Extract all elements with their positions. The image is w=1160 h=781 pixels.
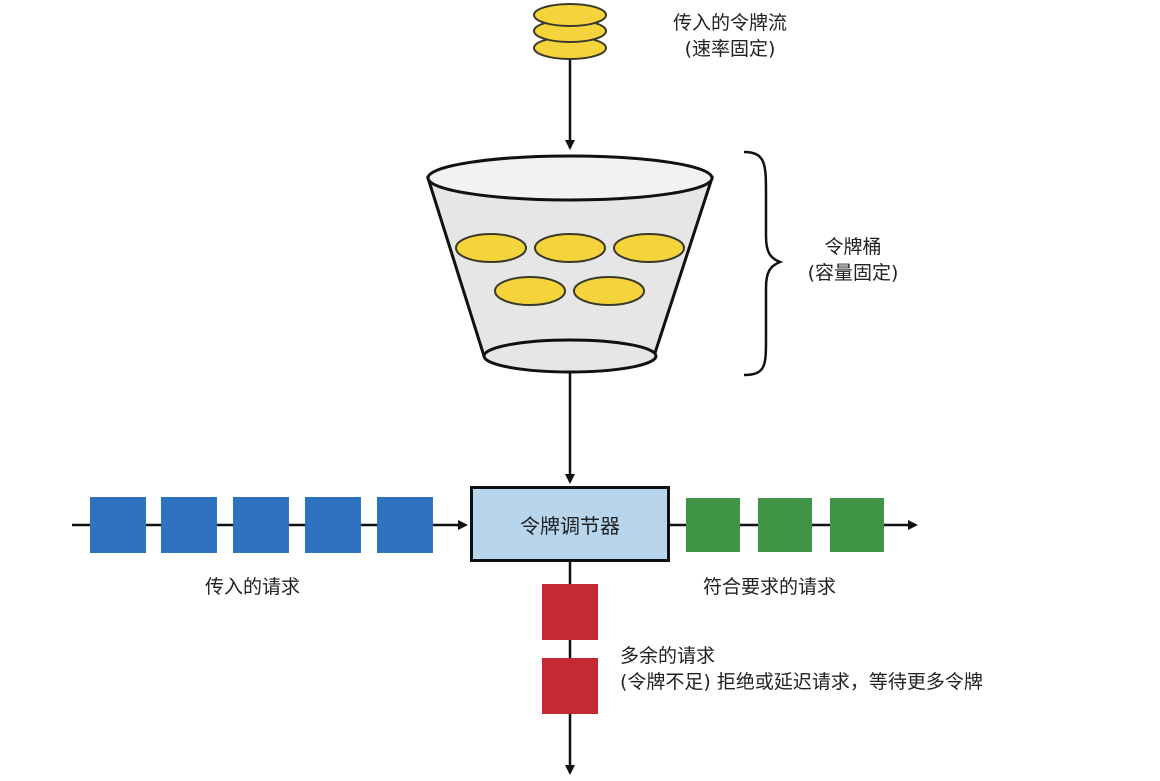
incoming-requests-label: 传入的请求 [205,576,301,598]
token-stream-title: 传入的令牌流 [672,12,787,34]
token-stream-subtitle: (速率固定) [684,38,776,60]
incoming-request-block [377,497,433,553]
excess-requests-label: 多余的请求 (令牌不足) 拒绝或延迟请求，等待更多令牌 [620,643,983,695]
bucket-token [455,233,527,263]
bucket-capacity-brace [743,150,784,377]
bucket-token [613,233,685,263]
conforming-request-block [830,498,884,552]
token-regulator: 令牌调节器 [470,486,670,562]
bucket-label: 令牌桶 (容量固定) [778,234,928,286]
conforming-request-block [686,498,740,552]
bucket-token [494,276,566,306]
token-stream-label: 传入的令牌流 (速率固定) [640,10,820,62]
excess-request-block [542,658,598,714]
excess-requests-title: 多余的请求 [620,645,716,667]
incoming-request-block [90,497,146,553]
token-disc [533,3,607,27]
bucket-rim [426,154,714,202]
excess-requests-note: (令牌不足) 拒绝或延迟请求，等待更多令牌 [620,671,983,693]
conforming-request-block [758,498,812,552]
bucket-title: 令牌桶 [824,236,882,258]
token-bucket [425,154,715,374]
bucket-token [534,233,606,263]
incoming-request-block [233,497,289,553]
regulator-label: 令牌调节器 [520,513,620,538]
incoming-token-stack [533,3,607,60]
bucket-token [573,276,645,306]
incoming-request-block [161,497,217,553]
bucket-subtitle: (容量固定) [807,262,899,284]
bucket-base [482,338,658,374]
incoming-request-block [305,497,361,553]
conforming-requests-label: 符合要求的请求 [703,576,837,598]
excess-request-block [542,584,598,640]
